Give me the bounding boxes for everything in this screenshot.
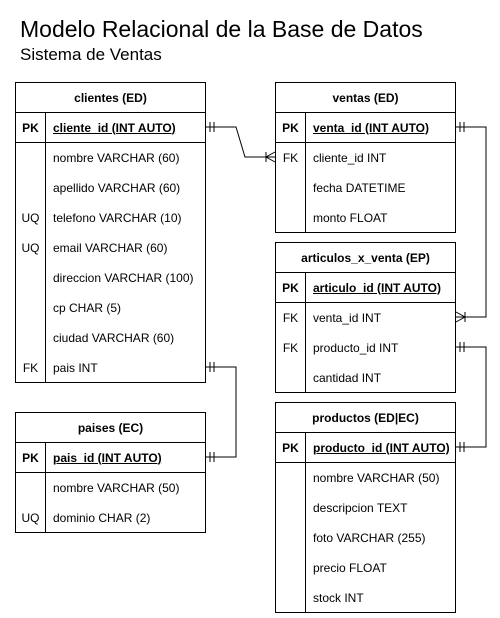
field-label: descripcion TEXT: [313, 501, 408, 515]
field-row: stock INT: [276, 583, 455, 613]
field-row: FK cliente_id INT: [276, 143, 455, 173]
field-row: UQ email VARCHAR (60): [16, 233, 205, 263]
relation-productos-articulos: [456, 342, 487, 452]
pk-row: PK venta_id (INT AUTO): [276, 113, 455, 143]
key-badge: [276, 463, 306, 493]
field-label: dominio CHAR (2): [53, 511, 151, 525]
field-row: cantidad INT: [276, 363, 455, 393]
field-label: apellido VARCHAR (60): [53, 181, 181, 195]
relation-clientes-ventas: [206, 122, 276, 163]
field-row: nombre VARCHAR (50): [276, 463, 455, 493]
pk-row: PK articulo_id (INT AUTO): [276, 273, 455, 303]
key-badge: PK: [276, 273, 306, 302]
field-label: cliente_id (INT AUTO): [53, 120, 176, 135]
field-label: nombre VARCHAR (50): [53, 481, 180, 495]
key-badge: FK: [16, 353, 46, 383]
field-row: UQ telefono VARCHAR (10): [16, 203, 205, 233]
key-badge: [276, 363, 306, 393]
field-label: monto FLOAT: [313, 211, 388, 225]
field-row: direccion VARCHAR (100): [16, 263, 205, 293]
field-label: fecha DATETIME: [313, 181, 406, 195]
field-label: nombre VARCHAR (50): [313, 471, 440, 485]
relation-clientes-paises: [206, 362, 237, 462]
key-badge: UQ: [16, 203, 46, 233]
field-label: nombre VARCHAR (60): [53, 151, 180, 165]
key-badge: [16, 173, 46, 203]
field-rows: FK venta_id INT FK producto_id INT cantidad …: [276, 303, 455, 393]
table-paises[interactable]: paises (EC) PK pais_id (INT AUTO) nombre…: [15, 412, 206, 533]
field-row: descripcion TEXT: [276, 493, 455, 523]
field-row: monto FLOAT: [276, 203, 455, 233]
field-label: direccion VARCHAR (100): [53, 271, 194, 285]
pk-row: PK pais_id (INT AUTO): [16, 443, 205, 473]
field-label: email VARCHAR (60): [53, 241, 168, 255]
field-label: foto VARCHAR (255): [313, 531, 426, 545]
pk-row: PK cliente_id (INT AUTO): [16, 113, 205, 143]
key-badge: [16, 263, 46, 293]
key-badge: FK: [276, 303, 306, 333]
key-badge: [276, 553, 306, 583]
table-header: paises (EC): [16, 413, 205, 443]
key-badge: PK: [276, 113, 306, 142]
diagram-subtitle: Sistema de Ventas: [20, 45, 162, 64]
field-label: ciudad VARCHAR (60): [53, 331, 175, 345]
field-row: FK pais INT: [16, 353, 205, 383]
table-ventas[interactable]: ventas (ED) PK venta_id (INT AUTO) FK cli…: [275, 82, 456, 233]
field-rows: nombre VARCHAR (50) descripcion TEXT foto …: [276, 463, 455, 613]
field-label: cp CHAR (5): [53, 301, 122, 315]
key-badge: [16, 143, 46, 173]
field-label: pais_id (INT AUTO): [53, 450, 162, 465]
key-badge: UQ: [16, 503, 46, 533]
key-badge: PK: [276, 433, 306, 462]
field-label: producto_id (INT AUTO): [313, 440, 450, 455]
field-label: telefono VARCHAR (10): [53, 211, 182, 225]
key-badge: [276, 583, 306, 613]
table-header: productos (ED|EC): [276, 403, 455, 433]
key-badge: FK: [276, 143, 306, 173]
field-label: venta_id INT: [313, 311, 382, 325]
field-row: apellido VARCHAR (60): [16, 173, 205, 203]
field-rows: nombre VARCHAR (60) apellido VARCHAR (60)…: [16, 143, 205, 383]
diagram-title: Modelo Relacional de la Base de Datos: [20, 16, 423, 42]
key-badge: UQ: [16, 233, 46, 263]
key-badge: [16, 473, 46, 503]
pk-row: PK producto_id (INT AUTO): [276, 433, 455, 463]
field-label: articulo_id (INT AUTO): [313, 280, 442, 295]
field-row: FK venta_id INT: [276, 303, 455, 333]
table-articulos-x-venta[interactable]: articulos_x_venta (EP) PK articulo_id (I…: [275, 242, 456, 393]
table-productos[interactable]: productos (ED|EC) PK producto_id (INT AU…: [275, 402, 456, 613]
key-badge: [276, 173, 306, 203]
field-label: cantidad INT: [313, 371, 382, 385]
field-row: UQ dominio CHAR (2): [16, 503, 205, 533]
field-label: stock INT: [313, 591, 364, 605]
field-row: FK producto_id INT: [276, 333, 455, 363]
field-row: precio FLOAT: [276, 553, 455, 583]
field-row: nombre VARCHAR (50): [16, 473, 205, 503]
key-badge: PK: [16, 113, 46, 142]
table-clientes[interactable]: clientes (ED) PK cliente_id (INT AUTO) n…: [15, 82, 206, 383]
table-header: ventas (ED): [276, 83, 455, 113]
field-row: ciudad VARCHAR (60): [16, 323, 205, 353]
table-header: clientes (ED): [16, 83, 205, 113]
field-rows: nombre VARCHAR (50) UQ dominio CHAR (2): [16, 473, 205, 533]
table-header: articulos_x_venta (EP): [276, 243, 455, 273]
key-badge: [16, 323, 46, 353]
field-label: pais INT: [53, 361, 98, 375]
field-label: venta_id (INT AUTO): [313, 120, 430, 135]
key-badge: [276, 493, 306, 523]
key-badge: [276, 523, 306, 553]
field-row: cp CHAR (5): [16, 293, 205, 323]
key-badge: [16, 293, 46, 323]
field-row: nombre VARCHAR (60): [16, 143, 205, 173]
field-label: producto_id INT: [313, 341, 399, 355]
field-row: foto VARCHAR (255): [276, 523, 455, 553]
field-label: cliente_id INT: [313, 151, 387, 165]
field-label: precio FLOAT: [313, 561, 387, 575]
field-row: fecha DATETIME: [276, 173, 455, 203]
key-badge: FK: [276, 333, 306, 363]
key-badge: [276, 203, 306, 233]
key-badge: PK: [16, 443, 46, 472]
relation-ventas-articulos: [455, 122, 487, 323]
field-rows: FK cliente_id INT fecha DATETIME monto FLOA…: [276, 143, 455, 233]
